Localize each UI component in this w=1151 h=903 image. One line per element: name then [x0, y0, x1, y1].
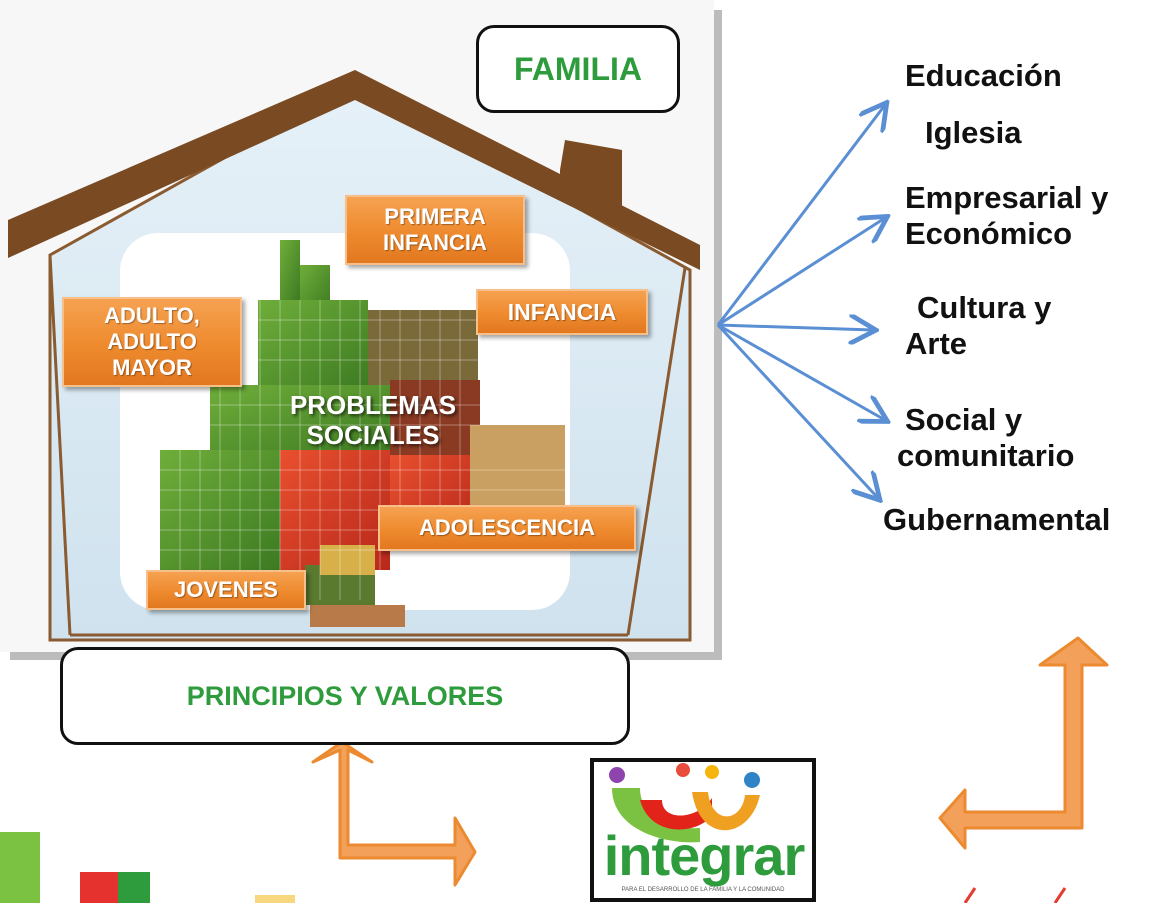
sector-arrows	[716, 105, 885, 498]
sector-social: Social y comunitario	[897, 402, 1075, 473]
family-label: FAMILIA	[514, 50, 642, 87]
logo-tagline: PARA EL DESARROLLO DE LA FAMILIA Y LA CO…	[621, 887, 785, 893]
logo-wordmark: integrar	[603, 824, 806, 887]
stage-adolescencia: ADOLESCENCIA	[378, 505, 636, 551]
sector-educacion: Educación	[905, 58, 1062, 93]
sector-empresarial: Empresarial y Económico	[905, 180, 1109, 251]
sector-gubernamental: Gubernamental	[883, 502, 1111, 537]
sector-cultura: Cultura y Arte	[905, 290, 1052, 361]
pot-base	[310, 605, 405, 627]
stage-adulto: ADULTO, ADULTO MAYOR	[62, 297, 242, 387]
bottom-fragments	[0, 832, 1067, 903]
orange-arrow-right	[938, 636, 1109, 850]
stage-primera-infancia: PRIMERA INFANCIA	[345, 195, 525, 265]
principles-box: PRINCIPIOS Y VALORES	[60, 647, 630, 745]
roof	[8, 70, 700, 270]
problemas-sociales-label: PROBLEMAS SOCIALES	[289, 390, 457, 450]
stage-jovenes: JOVENES	[146, 570, 306, 610]
logo-mark	[609, 763, 760, 843]
logo-frame	[590, 758, 816, 902]
stage-infancia: INFANCIA	[476, 289, 648, 335]
sector-iglesia: Iglesia	[925, 115, 1022, 150]
family-box: FAMILIA	[476, 25, 680, 113]
orange-arrow-left	[311, 740, 477, 887]
principles-label: PRINCIPIOS Y VALORES	[186, 680, 504, 711]
